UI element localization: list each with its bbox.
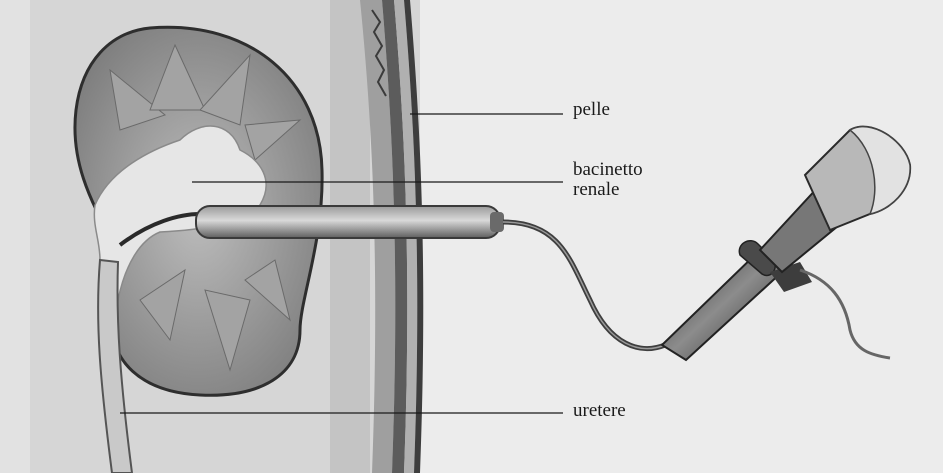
endoscope-handle (662, 127, 910, 360)
label-bacinetto-line2: renale (573, 180, 643, 200)
label-bacinetto-line1: bacinetto (573, 160, 643, 180)
label-bacinetto-renale: bacinetto renale (573, 160, 643, 200)
label-pelle: pelle (573, 100, 610, 120)
endoscope-cable (503, 222, 665, 349)
label-uretere: uretere (573, 401, 626, 421)
